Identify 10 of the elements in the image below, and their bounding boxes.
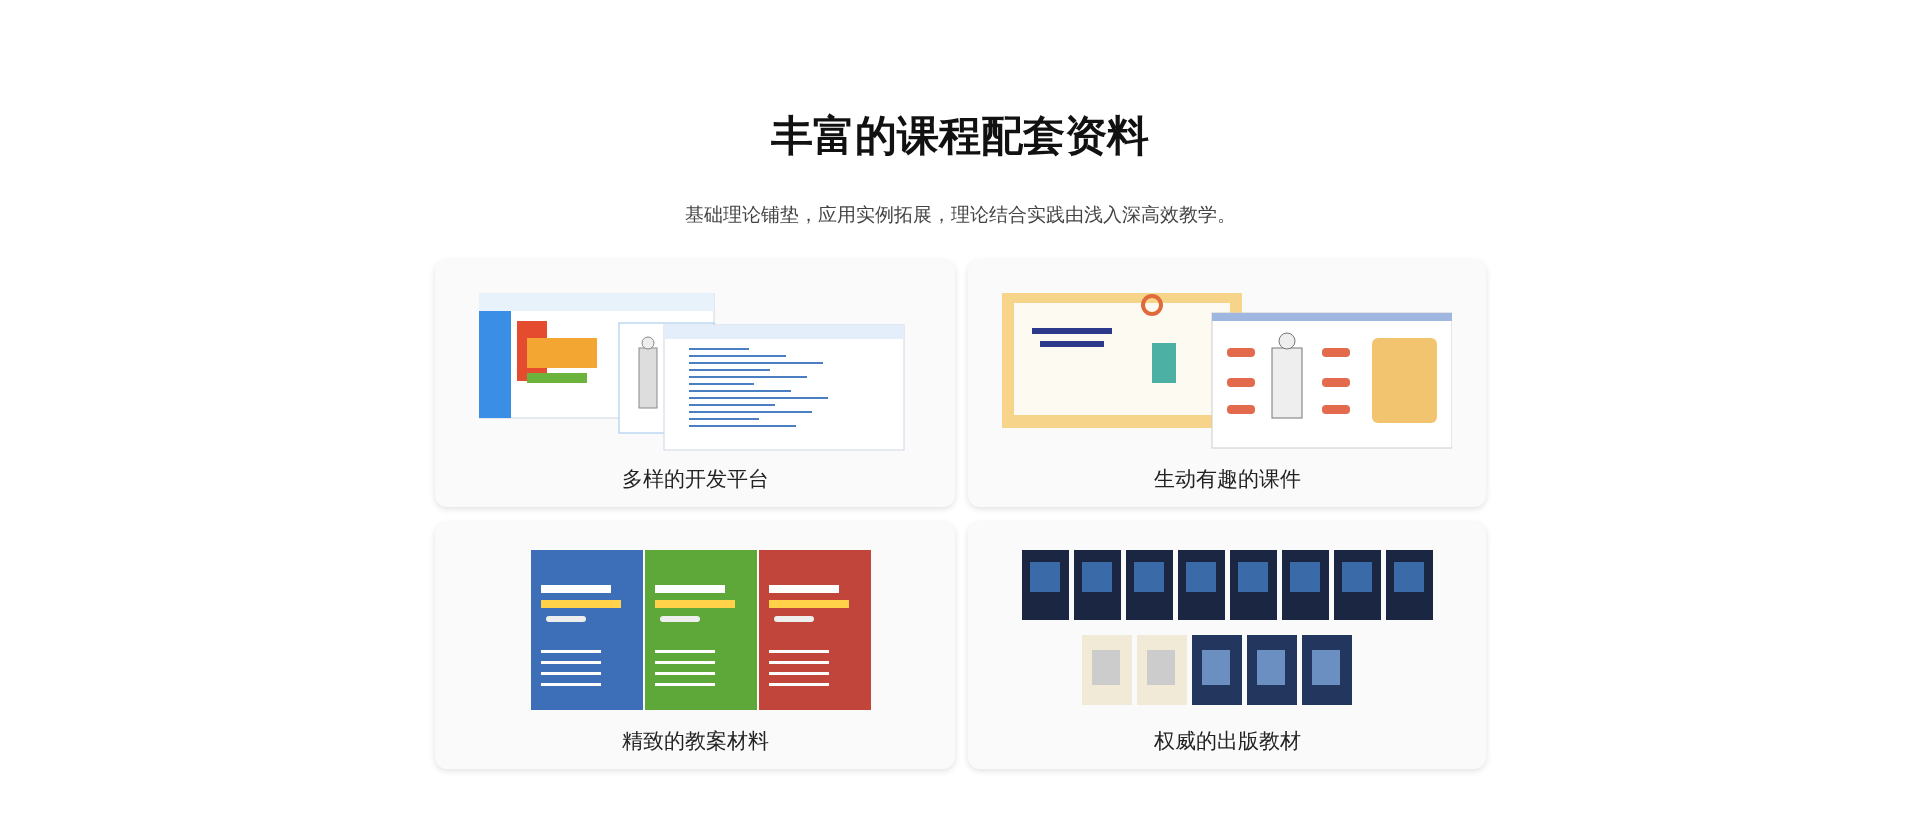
subtitle: 基础理论铺垫，应用实例拓展，理论结合实践由浅入深高效教学。: [683, 202, 1237, 227]
card-caption: 多样的开发平台: [620, 466, 770, 493]
course-card: [968, 522, 1486, 769]
card-caption: 生动有趣的课件: [1152, 466, 1302, 493]
course-card: [435, 260, 955, 507]
course-card: [968, 260, 1486, 507]
card-caption: 精致的教案材料: [620, 728, 770, 755]
page-title: 丰富的课程配套资料: [770, 110, 1150, 162]
card-caption: 权威的出版教材: [1152, 728, 1302, 755]
course-card: [435, 522, 955, 769]
